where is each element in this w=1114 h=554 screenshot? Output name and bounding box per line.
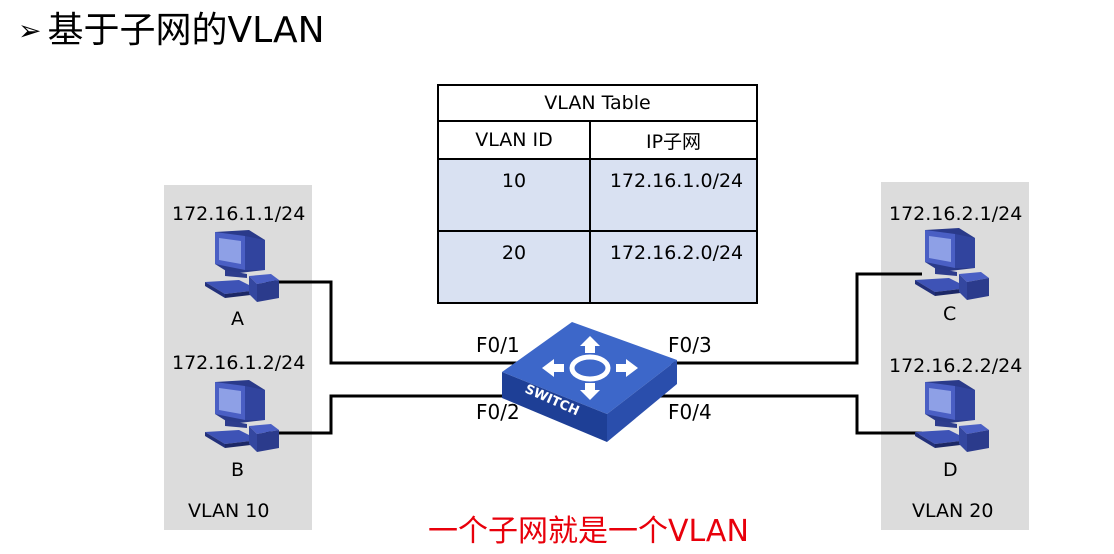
port-f0-2-label: F0/2: [476, 400, 520, 424]
pc-c-icon[interactable]: [915, 228, 989, 300]
host-c-ip: 172.16.2.1/24: [889, 203, 1023, 225]
host-b-ip: 172.16.1.2/24: [172, 352, 306, 374]
pc-a-icon[interactable]: [205, 230, 279, 302]
subnet-cell: 172.16.2.0/24: [589, 230, 758, 304]
bullet-arrow-icon: ➢: [18, 14, 42, 47]
vlan-table: VLAN Table VLAN ID IP子网 10 172.16.1.0/24…: [437, 84, 758, 304]
vlan-id-cell: 20: [437, 230, 591, 304]
link-b-f02: [266, 394, 525, 435]
vlan-table-header-vlan-id: VLAN ID: [437, 120, 591, 160]
port-f0-1-label: F0/1: [476, 333, 520, 357]
host-b-name: B: [231, 459, 245, 481]
link-a-f01: [266, 280, 545, 365]
host-d-name: D: [943, 459, 958, 481]
host-a-ip: 172.16.1.1/24: [172, 203, 306, 225]
vlan20-label: VLAN 20: [912, 500, 994, 522]
vlan-id-cell: 10: [437, 158, 591, 232]
vlan-table-title: VLAN Table: [437, 84, 758, 122]
link-d-f04: [660, 394, 922, 435]
subnet-cell: 172.16.1.0/24: [589, 158, 758, 232]
link-lines: [266, 272, 922, 435]
page-title-text: 基于子网的VLAN: [47, 10, 325, 51]
port-f0-4-label: F0/4: [668, 400, 712, 424]
port-f0-3-label: F0/3: [668, 333, 712, 357]
host-d-ip: 172.16.2.2/24: [889, 355, 1023, 377]
page-title: ➢基于子网的VLAN: [18, 8, 325, 54]
slogan-text: 一个子网就是一个VLAN: [428, 514, 749, 549]
vlan-table-header-ip-subnet: IP子网: [589, 120, 758, 160]
pc-d-icon[interactable]: [915, 380, 989, 452]
link-c-f03: [628, 272, 922, 365]
host-c-name: C: [943, 303, 957, 325]
vlan10-label: VLAN 10: [188, 500, 270, 522]
switch-icon[interactable]: SWITCH: [502, 322, 677, 442]
pc-b-icon[interactable]: [205, 380, 279, 452]
table-row: 20 172.16.2.0/24: [437, 230, 758, 304]
host-a-name: A: [231, 308, 244, 330]
table-row: 10 172.16.1.0/24: [437, 158, 758, 232]
